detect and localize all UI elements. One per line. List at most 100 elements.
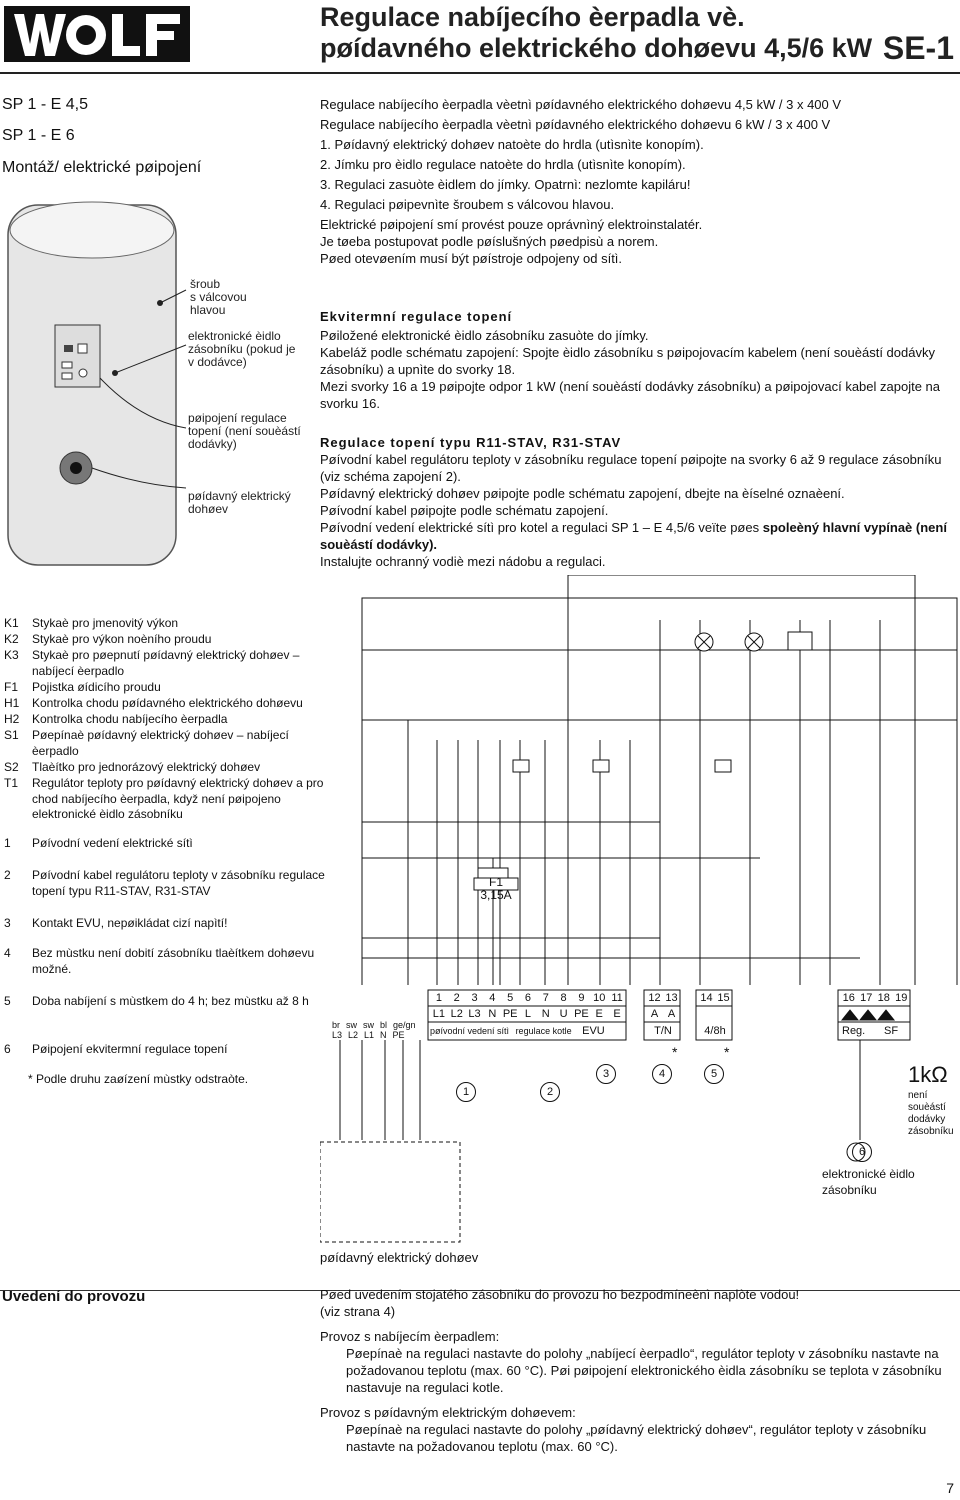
terminal-label: N (488, 1008, 497, 1020)
label-heater-1: pøídavný elektrický (188, 489, 291, 503)
terminal-strip-12-13: 12 13 (646, 992, 680, 1004)
section-rule (0, 1290, 960, 1291)
note-text: Pøívodní kabel regulátoru teploty v záso… (32, 868, 325, 898)
terminal-caption-evu: EVU (582, 1025, 605, 1037)
note-key: 6 (4, 1042, 11, 1056)
terminal-caption-supply: pøívodní vedení sítì (430, 1026, 510, 1036)
resistor-note-line: zásobníku (908, 1126, 954, 1137)
legend-key: K1 (4, 616, 19, 630)
commissioning-p2: Pøepínaè na regulaci nastavte do polohy … (346, 1346, 942, 1395)
ekviterm-heading: Ekvitermní regulace topení (320, 309, 513, 324)
wire-color: sw (346, 1020, 358, 1030)
terminal-reg: Reg. (842, 1025, 866, 1037)
intro-line-2: Regulace nabíjecího èerpadla vèetnì pøíd… (320, 117, 831, 132)
terminal-strip-main: 1 2 3 4 5 6 7 8 9 10 11 (430, 992, 626, 1004)
wire-phase: PE (392, 1030, 405, 1040)
ekviterm-section: Ekvitermní regulace topení Pøiložené ele… (320, 308, 958, 412)
terminal-num: 16 (842, 992, 855, 1004)
resistor-note-line: dodávky (908, 1114, 946, 1125)
wolf-logo (4, 6, 190, 62)
terminal-num: 2 (453, 992, 460, 1004)
legend-key: K3 (4, 648, 19, 662)
header-rule (0, 72, 960, 74)
stav-p4-bold: spoleèný hlavní vypínaè (není souèástí d… (320, 520, 947, 552)
callout-5: 5 (704, 1064, 724, 1084)
label-control-2: topení (není souèástí (188, 424, 301, 438)
terminal-num: 17 (860, 992, 873, 1004)
intro-line-4: 2. Jímku pro èidlo regulace natoète do h… (320, 157, 686, 172)
wire-color: ge/gn (393, 1020, 416, 1030)
terminal-label: L (524, 1008, 532, 1020)
heater-caption: pøídavný elektrický dohøev (320, 1250, 479, 1265)
terminal-num: 5 (507, 992, 514, 1004)
commissioning-p1b: (viz strana 4) (320, 1304, 396, 1319)
sensor-caption-2: zásobníku (822, 1183, 877, 1197)
legend-key: H1 (4, 696, 20, 710)
sensor-caption: elektronické èidlo zásobníku (822, 1166, 915, 1198)
label-sensor: elektronické èidlo zásobníku (pokud je v… (188, 330, 318, 369)
bridge-star-1: * (672, 1044, 678, 1060)
terminal-strip-16-19: 16 17 18 19 (840, 992, 910, 1004)
note-key: 2 (4, 868, 11, 882)
label-screw-1: šroub (190, 277, 221, 291)
label-heater: pøídavný elektrický dohøev (188, 490, 318, 516)
terminal-label: N (541, 1008, 550, 1020)
legend-key: S1 (4, 728, 19, 742)
note-text: Bez mùstku není dobití zásobníku tlaèítk… (32, 946, 315, 976)
callout-6: 6 (852, 1142, 872, 1162)
terminal-caption-boiler: regulace kotle (515, 1026, 572, 1036)
terminal-label: L1 (432, 1008, 446, 1020)
wire-color: br (332, 1020, 341, 1030)
intro-text: Regulace nabíjecího èerpadla vèetnì pøíd… (320, 96, 841, 267)
terminal-sf: SF (884, 1025, 899, 1037)
commissioning-h2: Provoz s nabíjecím èerpadlem: (320, 1329, 500, 1344)
label-control-1: pøipojení regulace (188, 411, 287, 425)
callout-3: 3 (596, 1064, 616, 1084)
terminal-num: 9 (578, 992, 585, 1004)
terminal-strip-12-13-row2: A A (646, 1008, 680, 1020)
terminal-label: U (559, 1008, 568, 1020)
wire-phase: L3 (332, 1030, 343, 1040)
terminal-num: 7 (542, 992, 549, 1004)
legend-key: T1 (4, 776, 19, 790)
stav-p4: Pøívodní vedení elektrické sítì pro kote… (320, 519, 958, 553)
terminal-label: PE (574, 1008, 589, 1020)
legend-key: F1 (4, 680, 19, 694)
stav-p5: Instalujte ochranný vodiè mezi nádobu a … (320, 554, 606, 569)
stav-heading: Regulace topení typu R11-STAV, R31-STAV (320, 435, 622, 450)
legend-text: Stykaè pro výkon noèního proudu (32, 632, 212, 646)
doc-code: SE-1 (882, 30, 954, 66)
wire-phase: N (380, 1030, 387, 1040)
stav-section: Regulace topení typu R11-STAV, R31-STAV … (320, 434, 958, 570)
legend-key: S2 (4, 760, 19, 774)
wire-color: sw (363, 1020, 375, 1030)
label-sensor-2: zásobníku (pokud je (188, 342, 296, 356)
heater-wire-colors: br sw sw bl ge/gn (332, 1020, 416, 1030)
legend-text: Pøepínaè pøídavný elektrický dohøev – na… (32, 728, 289, 758)
commissioning-p1: Pøed uvedením stojatého zásobníku do pro… (320, 1287, 800, 1302)
legend-text: Kontrolka chodu pøídavného elektrického … (32, 696, 303, 710)
terminal-label: E (595, 1008, 603, 1020)
legend-text: Regulátor teploty pro pøídavný elektrick… (32, 776, 324, 822)
legend-text: Kontrolka chodu nabíjecího èerpadla (32, 712, 228, 726)
label-control: pøipojení regulace topení (není souèástí… (188, 412, 318, 451)
bridge-star-2: * (724, 1044, 730, 1060)
ekviterm-p3: Mezi svorky 16 a 19 pøipojte odpor 1 kW … (320, 379, 941, 411)
intro-line-6: 4. Regulaci pøipevnìte šroubem s válcovo… (320, 197, 615, 212)
note-key: 5 (4, 994, 11, 1008)
section-heading-assembly: Montáž/ elektrické pøipojení (2, 159, 202, 176)
terminal-num: 10 (593, 992, 606, 1004)
terminal-label: L2 (450, 1008, 463, 1020)
terminal-num: 15 (717, 992, 730, 1004)
terminal-strip-14-15: 14 15 (698, 992, 732, 1004)
terminal-num: 6 (524, 992, 532, 1004)
stav-p2: Pøídavný elektrický dohøev pøipojte podl… (320, 486, 845, 501)
stav-p1: Pøívodní kabel regulátoru teploty v záso… (320, 452, 942, 484)
ekviterm-p2: Kabeláž podle schématu zapojení: Spojte … (320, 345, 935, 377)
fuse-id: F1 (488, 875, 503, 889)
terminal-num: 3 (471, 992, 478, 1004)
note-key: 4 (4, 946, 11, 960)
callout-2: 2 (540, 1082, 560, 1102)
